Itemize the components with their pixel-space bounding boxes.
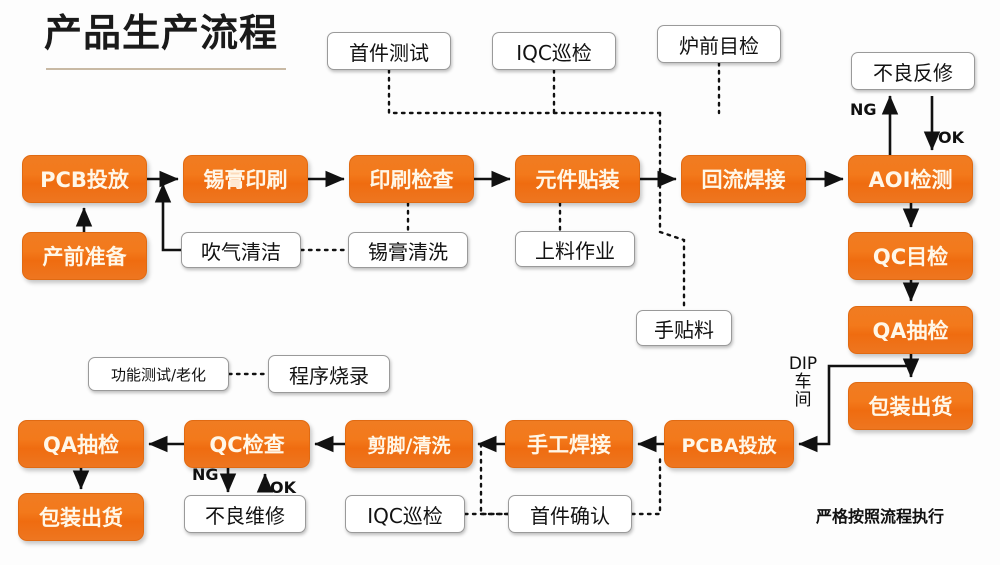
process-box-huiliu-hanjie[interactable]: 回流焊接 [681, 155, 806, 203]
note-box-iqc-xunjian-bot[interactable]: IQC巡检 [345, 495, 465, 533]
note-box-xigao-qingxi[interactable]: 锡膏清洗 [348, 232, 468, 268]
process-box-xigao-yinshua[interactable]: 锡膏印刷 [183, 155, 308, 203]
process-box-pcba-toufang[interactable]: PCBA投放 [664, 420, 794, 468]
title-underline [46, 68, 286, 70]
edge-label-aoi-ng: NG [850, 100, 877, 119]
process-box-qc-mujian[interactable]: QC目检 [848, 232, 973, 280]
note-box-shoujian-queren[interactable]: 首件确认 [508, 495, 632, 533]
note-box-chengxu-shaolu[interactable]: 程序烧录 [268, 355, 390, 393]
process-box-aoi-jiance[interactable]: AOI检测 [848, 155, 973, 203]
process-box-yinshua-jiancha[interactable]: 印刷检查 [349, 155, 474, 203]
process-box-qa-choujian-top[interactable]: QA抽检 [848, 306, 973, 354]
page-title: 产品生产流程 [44, 11, 279, 55]
process-box-shougong-hanjie[interactable]: 手工焊接 [505, 420, 633, 468]
dip-label-line1: DIP [788, 354, 818, 374]
note-box-gongneng-ceshi[interactable]: 功能测试/老化 [88, 357, 229, 391]
note-box-chuiqi-qingjie[interactable]: 吹气清洁 [181, 232, 301, 268]
note-box-luqian-mujian[interactable]: 炉前目检 [657, 25, 781, 63]
process-box-baozhuang-chuhuo-top[interactable]: 包装出货 [848, 382, 973, 430]
note-box-buliang-weixiu[interactable]: 不良维修 [184, 495, 306, 533]
process-box-baozhuang-chuhuo-bot[interactable]: 包装出货 [18, 493, 144, 541]
note-box-shoutie-liao[interactable]: 手贴料 [636, 310, 732, 346]
note-box-buliang-fanxiu[interactable]: 不良反修 [851, 52, 975, 90]
process-box-chanqian-zhunbei[interactable]: 产前准备 [22, 232, 147, 280]
note-box-shoujian-ceshi[interactable]: 首件测试 [327, 32, 451, 70]
edge-label-qc-ok: OK [270, 478, 296, 497]
note-box-iqc-xunjian-top[interactable]: IQC巡检 [492, 32, 616, 70]
process-box-pcb-tourfang[interactable]: PCB投放 [22, 155, 147, 203]
edge-label-qc-ng: NG [192, 465, 219, 484]
note-box-shangliao-zuoye[interactable]: 上料作业 [515, 231, 635, 267]
edge-label-aoi-ok: OK [938, 128, 964, 147]
process-box-qa-choujian-bot[interactable]: QA抽检 [18, 420, 144, 468]
process-box-yuanjian-tiezhuang[interactable]: 元件贴装 [515, 155, 640, 203]
process-box-qc-jiancha[interactable]: QC检查 [184, 420, 310, 468]
footer-note: 严格按照流程执行 [816, 507, 945, 526]
process-box-jianjiao-qingxi[interactable]: 剪脚/清洗 [345, 420, 473, 468]
dip-label-line3: 间 [794, 389, 812, 410]
dip-label-line2: 车 [794, 371, 812, 392]
edge-label-dip-workshop: DIP 车 间 [789, 355, 817, 410]
